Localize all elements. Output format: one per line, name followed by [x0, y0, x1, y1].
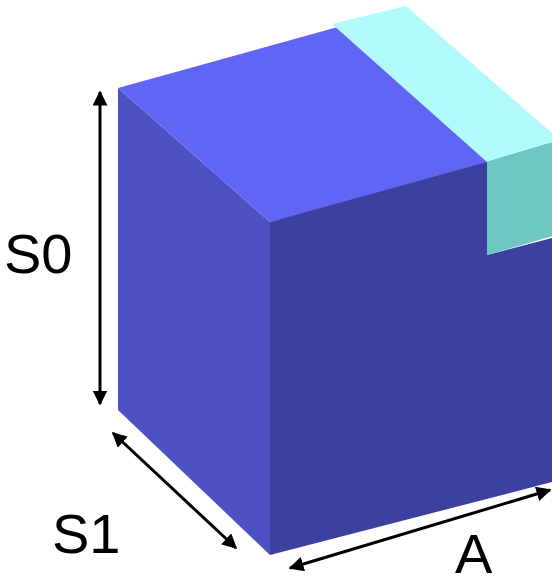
slab-top-face [332, 6, 552, 162]
slab-front-face [487, 140, 552, 255]
dimension-label: S0 [4, 226, 73, 282]
dimension-arrow [290, 490, 550, 568]
dimension-arrow [113, 433, 236, 548]
dimension-arrow [99, 92, 102, 404]
dimension-label: S1 [52, 506, 121, 562]
dimension-label: A [455, 526, 492, 582]
